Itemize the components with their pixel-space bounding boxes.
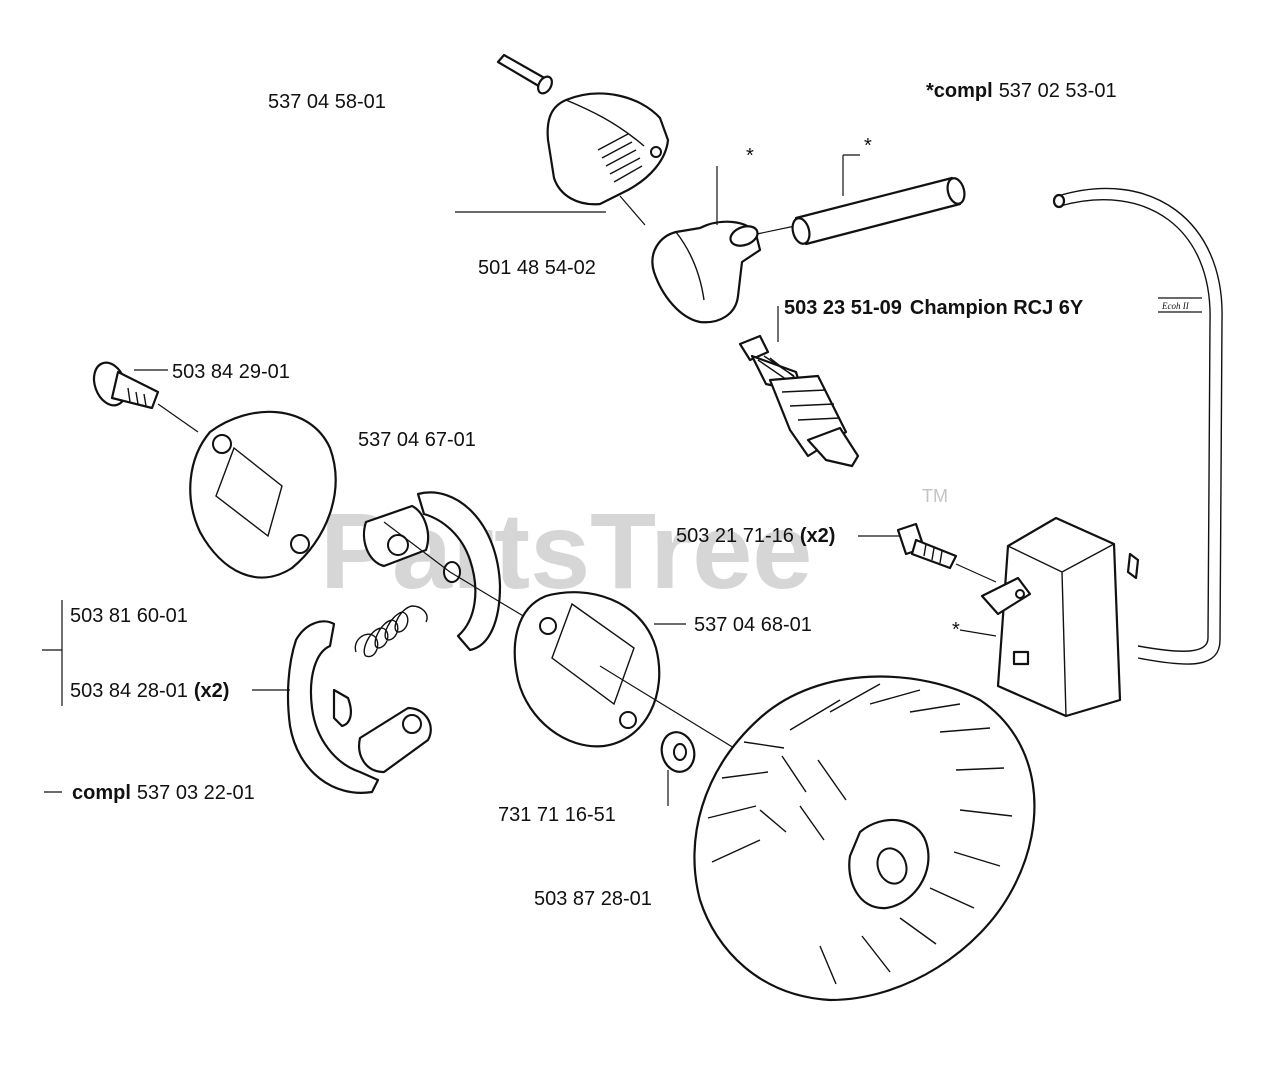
label-star-module: * [952,619,960,641]
label-clutch-plate-mid: 537 04 68-01 [694,614,812,636]
screw-module-part[interactable] [896,522,958,570]
clutch-shoe-upper-part[interactable] [362,491,502,652]
label-star-2: * [864,135,872,157]
label-clutch-plate-top: 537 04 67-01 [358,429,476,451]
bracket-spring-group [42,600,63,706]
label-flywheel: 503 87 28-01 [534,888,652,910]
clutch-shoe-lower-part[interactable] [286,620,432,794]
leader-star-module [959,629,997,637]
label-screw-top: 503 84 29-01 [172,361,290,383]
ignition-wire-part[interactable] [1052,187,1223,665]
label-cover: 537 04 58-01 [268,91,386,113]
label-screw-module: 503 21 71-16(x2) [676,525,835,547]
leader-boot-tube [756,225,796,235]
spark-plug-part[interactable] [738,334,860,468]
leader-screw-plate [157,403,199,433]
screw-top-part[interactable] [88,358,160,410]
flywheel-part[interactable] [693,675,1036,1002]
ignition-module-part[interactable] [980,516,1140,718]
plug-boot-part[interactable] [651,220,762,324]
tube-part[interactable] [790,176,967,246]
spark-plug-badge: Ecoh II [1158,297,1202,313]
leader-axis-upper [383,521,541,627]
leader-cover-boot [619,195,646,226]
svg-text:Ecoh II: Ecoh II [1161,301,1190,311]
label-spring-group-1: 503 81 60-01 [70,605,188,627]
washer-part[interactable] [657,729,698,776]
label-star-1: * [746,145,754,167]
label-spring-group-2: 503 84 28-01(x2) [70,680,229,702]
clutch-spring-part[interactable] [354,605,428,658]
leader-star-2 [842,154,860,196]
label-plug-boot: 501 48 54-02 [478,257,596,279]
clutch-plate-upper-part[interactable] [189,410,337,579]
leader-screw-module-2 [955,563,997,583]
watermark-tm: TM [922,486,948,506]
ignition-cover-part[interactable] [496,53,670,206]
label-washer: 731 71 16-51 [498,804,616,826]
clutch-plate-middle-part[interactable] [513,591,661,748]
